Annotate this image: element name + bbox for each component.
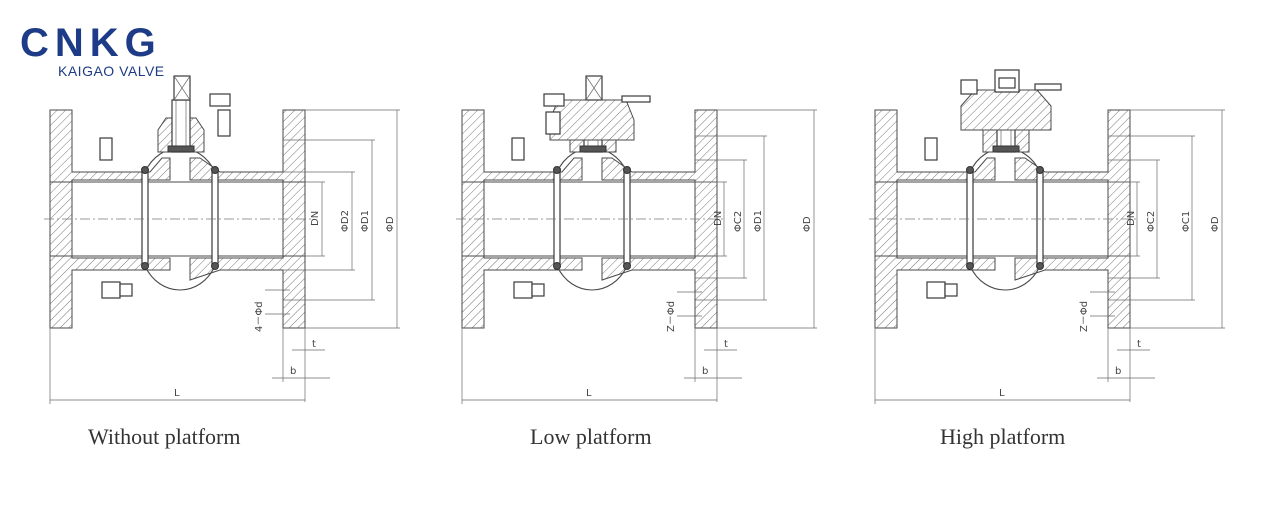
logo-wordmark: CNKG [20, 24, 162, 65]
logo-subtitle: KAIGAO VALVE [58, 63, 165, 79]
platform-low [543, 75, 651, 141]
dn-label-2: DN [713, 211, 724, 226]
c2-label-3: ΦC2 [1146, 211, 1157, 232]
dimensions-3 [874, 109, 1225, 404]
t-label-2: t [724, 339, 728, 350]
c1-label-3: ΦC1 [1181, 211, 1192, 232]
d-label-2: ΦD [802, 216, 813, 232]
d1-label-1: ΦD1 [360, 210, 371, 232]
caption-without-platform: Without platform [88, 424, 241, 449]
handle-stem-1 [173, 75, 231, 137]
company-logo: CNKG KAIGAO VALVE [20, 24, 165, 79]
t-label-1: t [312, 339, 316, 350]
d-label-3: ΦD [1210, 216, 1221, 232]
view-without-platform: DN ΦD2 ΦD1 ΦD 4－Φd t b L [43, 75, 400, 404]
l-label-1: L [174, 388, 180, 399]
l-label-3: L [999, 388, 1005, 399]
b-label-3: b [1115, 366, 1121, 377]
dn-label-3: DN [1126, 211, 1137, 226]
dimensions-1 [49, 109, 400, 404]
dimensions-2 [461, 109, 817, 404]
b-label-2: b [702, 366, 708, 377]
view-low-platform: DN ΦC2 ΦD1 ΦD Z－Φd t b L [455, 75, 817, 404]
caption-high-platform: High platform [940, 424, 1066, 449]
valve-body-1 [43, 99, 313, 329]
t-label-3: t [1137, 339, 1141, 350]
l-label-2: L [586, 388, 592, 399]
caption-low-platform: Low platform [530, 424, 652, 449]
view-high-platform: DN ΦC2 ΦC1 ΦD Z－Φd t b L [868, 69, 1225, 404]
platform-high [960, 69, 1062, 131]
dn-label-1: DN [310, 211, 321, 226]
bolt-label-1: 4－Φd [254, 301, 265, 332]
c2-label-2: ΦC2 [733, 211, 744, 232]
bolt-label-2: Z－Φd [666, 301, 677, 332]
d-label-1: ΦD [385, 216, 396, 232]
d1-label-2: ΦD1 [753, 210, 764, 232]
b-label-1: b [290, 366, 296, 377]
valve-body-3 [868, 99, 1138, 329]
d2-label-1: ΦD2 [340, 210, 351, 232]
bolt-label-3: Z－Φd [1079, 301, 1090, 332]
